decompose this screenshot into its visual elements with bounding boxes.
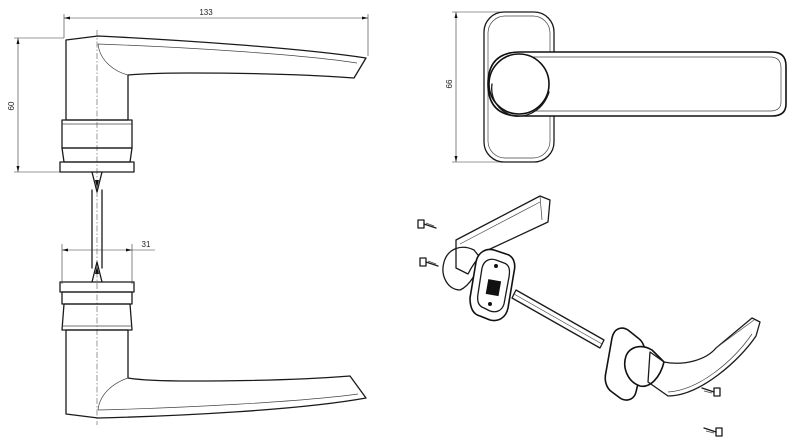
exploded-isometric-view [417,195,761,437]
iso-right-neck [624,345,665,387]
dim-133-arrow-right [362,16,368,20]
upper-rose-plate [59,161,135,173]
iso-left-lever-edge [459,195,543,245]
upper-lever-edge [97,43,358,76]
iso-square-hole [485,279,502,297]
screw-right-upper [701,387,721,397]
lower-rose-base [61,303,133,331]
front-neck [488,53,550,115]
screw-lower [419,257,439,267]
lower-lever-outline [65,329,367,419]
iso-rosette-screw-hole-1 [494,264,498,268]
upper-lever-outline [65,35,367,121]
iso-right-lever-edge [667,319,755,393]
lower-tip-fill [95,266,99,274]
spindle-upper-tip [91,171,103,193]
side-elevation-view: 133 60 31 [7,8,369,425]
upper-tip-fill [95,180,99,188]
dim-66-arrow-bottom [454,156,458,162]
iso-spindle [511,289,605,349]
dim-133-arrow-left [64,16,70,20]
iso-rosette-screw-hole-2 [488,302,492,306]
screw-right-lower [703,427,723,437]
dim-60-arrow-top [16,38,20,44]
front-lever-arm [487,51,787,117]
dim-label-133: 133 [199,8,213,17]
lower-lever-edge [97,377,359,411]
screw-upper [417,219,437,229]
iso-right-lever [647,317,761,397]
dim-label-66: 66 [445,79,454,88]
dim-31-arrow-left [62,248,68,252]
dim-label-31: 31 [142,240,151,249]
dim-31-arrow-right [126,248,132,252]
front-neck-curl [491,83,550,117]
dim-60-arrow-bottom [16,166,20,172]
iso-spindle-edge [513,293,603,345]
iso-left-rosette-inner [477,258,511,313]
dim-label-60: 60 [7,101,16,110]
front-lever-inner [520,56,782,112]
dim-66-arrow-top [454,12,458,18]
front-elevation-view: 66 [445,11,787,163]
spindle-lower-tip [91,261,103,283]
